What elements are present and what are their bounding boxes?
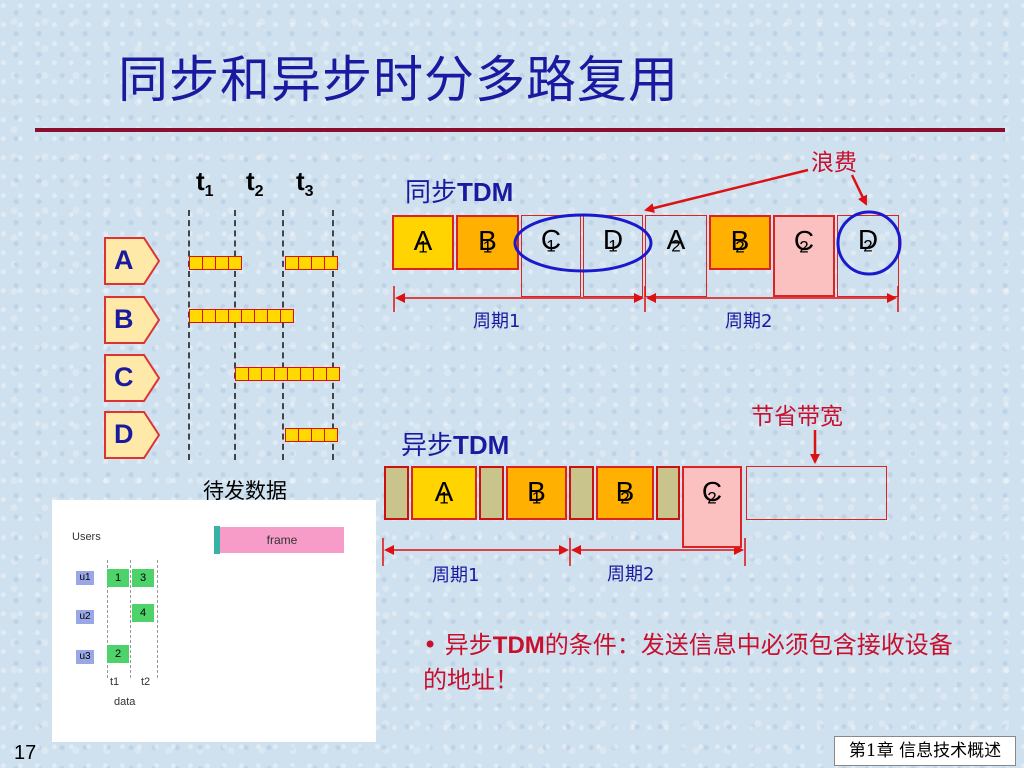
data-block-b-t1-t2 bbox=[189, 309, 294, 323]
user-u1: u1 bbox=[76, 571, 94, 585]
waste-ellipse-c1-d1 bbox=[513, 213, 653, 273]
slide-title: 同步和异步时分多路复用 bbox=[118, 51, 679, 109]
source-shape bbox=[104, 354, 160, 402]
async-address-slot bbox=[656, 466, 680, 520]
data-block-c-t2-t3 bbox=[235, 367, 340, 381]
waste-label: 浪费 bbox=[811, 150, 857, 176]
source-b: B bbox=[104, 296, 160, 344]
source-c: C bbox=[104, 354, 160, 402]
chapter-footer: 第1章 信息技术概述 bbox=[834, 736, 1016, 766]
waste-arrow-left bbox=[644, 168, 809, 213]
source-shape bbox=[104, 296, 160, 344]
async-empty-slot bbox=[746, 466, 887, 520]
async-tdm-title: 异步TDM bbox=[401, 430, 510, 461]
async-condition-note: • 异步TDM的条件：发送信息中必须包含接收设备的地址！ bbox=[423, 631, 953, 694]
data-cell: 2 bbox=[107, 645, 129, 663]
sync-period1-label: 周期1 bbox=[473, 311, 521, 332]
source-label: D bbox=[114, 419, 134, 449]
pending-data-caption: 待发数据 bbox=[203, 479, 287, 503]
users-frame-inset: Users frame u1 u2 u3 1 3 4 2 t1 t2 data bbox=[52, 500, 376, 742]
frame-bar: frame bbox=[220, 527, 344, 553]
user-u2: u2 bbox=[76, 610, 94, 624]
async-address-slot bbox=[569, 466, 594, 520]
time-boundary-line bbox=[282, 210, 284, 460]
source-shape bbox=[104, 237, 160, 285]
source-d: D bbox=[104, 411, 160, 459]
grid-line bbox=[157, 560, 159, 678]
source-label: B bbox=[114, 304, 134, 334]
grid-line bbox=[107, 560, 109, 678]
grid-line bbox=[130, 560, 132, 678]
data-cell: 3 bbox=[132, 569, 154, 587]
source-shape bbox=[104, 411, 160, 459]
frame-marker bbox=[214, 526, 220, 554]
page-number: 17 bbox=[14, 742, 37, 764]
x-label-t2: t2 bbox=[141, 676, 151, 688]
user-u3: u3 bbox=[76, 650, 94, 664]
users-label: Users bbox=[72, 531, 101, 543]
x-label-t1: t1 bbox=[110, 676, 120, 688]
async-address-slot bbox=[384, 466, 409, 520]
async-period2-label: 周期2 bbox=[607, 564, 655, 585]
data-block-a-t1 bbox=[189, 256, 242, 270]
source-label: C bbox=[114, 362, 134, 392]
source-a: A bbox=[104, 237, 160, 285]
waste-circle-d2 bbox=[836, 210, 902, 276]
async-address-slot bbox=[479, 466, 504, 520]
save-bandwidth-label: 节省带宽 bbox=[751, 404, 843, 430]
title-divider bbox=[35, 128, 1005, 132]
source-label: A bbox=[114, 245, 134, 275]
x-axis-title: data bbox=[114, 696, 136, 708]
sync-tdm-title: 同步TDM bbox=[405, 177, 514, 208]
data-block-a-t3 bbox=[285, 256, 338, 270]
data-cell: 1 bbox=[107, 569, 129, 587]
time-label-t3: t3 bbox=[296, 166, 314, 201]
time-label-t2: t2 bbox=[246, 166, 264, 201]
time-label-t1: t1 bbox=[196, 166, 214, 201]
async-period1-label: 周期1 bbox=[432, 565, 480, 586]
waste-arrow-right bbox=[850, 174, 868, 206]
time-boundary-line bbox=[234, 210, 236, 460]
sync-period2-label: 周期2 bbox=[725, 311, 773, 332]
time-boundary-line bbox=[332, 210, 334, 460]
data-cell: 4 bbox=[132, 604, 154, 622]
data-block-d-t3 bbox=[285, 428, 338, 442]
time-boundary-line bbox=[188, 210, 190, 460]
